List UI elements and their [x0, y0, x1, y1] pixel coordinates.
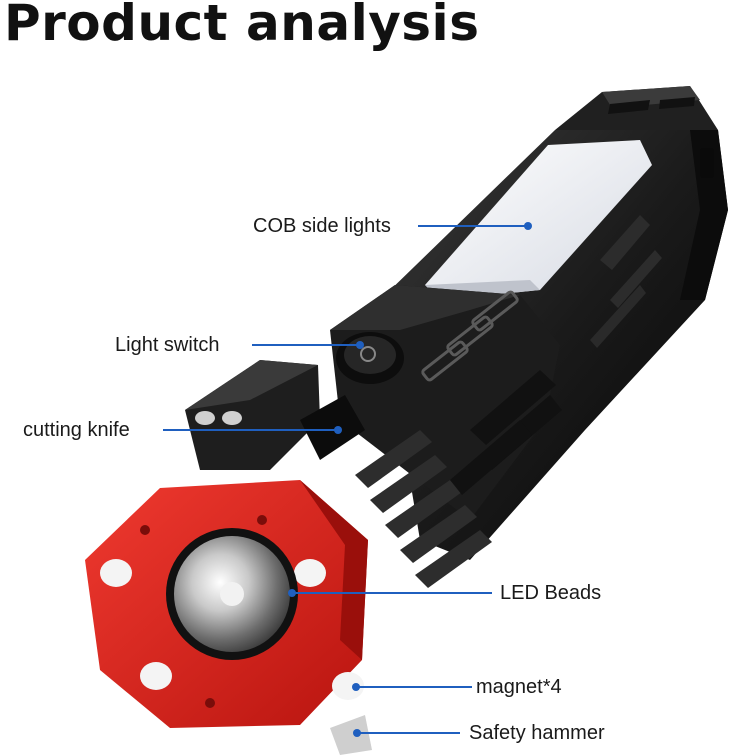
page-title: Product analysis [4, 0, 480, 52]
magnet-icon [332, 672, 364, 700]
callout-led-beads: LED Beads [500, 582, 602, 604]
power-icon [360, 346, 376, 362]
magnet-icon [140, 662, 172, 690]
led-lens [166, 528, 298, 660]
callout-lines [163, 222, 532, 737]
grip-ribs [355, 430, 492, 588]
callout-light-switch: Light switch [115, 334, 220, 356]
light-switch-button [336, 332, 404, 384]
safety-hammer-tip [330, 715, 372, 755]
cutting-knife [185, 360, 365, 470]
callout-cutting-knife: cutting knife [23, 419, 130, 441]
callout-safety-hammer: Safety hammer [469, 722, 605, 744]
side-button-icon [700, 148, 714, 178]
magnet-icon [294, 559, 326, 587]
side-clip [450, 370, 562, 495]
callout-magnet: magnet*4 [476, 676, 562, 698]
callout-cob-side-lights: COB side lights [253, 215, 391, 237]
magnet-icon [100, 559, 132, 587]
battery-indicator-icon [421, 290, 519, 382]
